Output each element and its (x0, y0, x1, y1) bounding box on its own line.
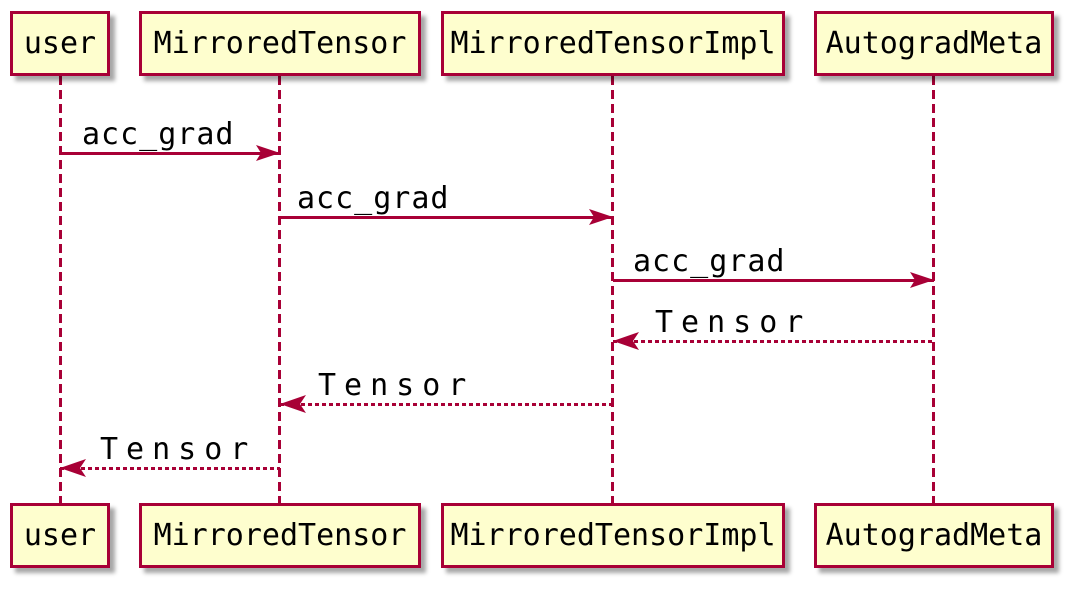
message-label: acc_grad (297, 181, 450, 216)
message-label: acc_grad (82, 117, 235, 152)
message-line (613, 279, 934, 282)
arrowhead-right-icon (910, 272, 934, 288)
participant-box-autogradmeta-top: AutogradMeta (814, 11, 1054, 76)
arrowhead-right-icon (256, 145, 280, 161)
lifeline-mirroredtensorimpl (611, 76, 614, 504)
message-line (60, 152, 280, 155)
participant-box-mirroredtensor-bottom: MirroredTensor (139, 503, 421, 568)
arrowhead-right-icon (589, 209, 613, 225)
message-line (60, 467, 280, 470)
participant-box-mirroredtensorimpl-bottom: MirroredTensorImpl (441, 503, 785, 568)
participant-box-mirroredtensorimpl-top: MirroredTensorImpl (441, 11, 785, 76)
participant-box-user-bottom: user (10, 503, 110, 568)
message-label: Tensor (318, 368, 475, 403)
arrowhead-left-icon (60, 459, 86, 477)
arrowhead-left-icon (280, 395, 306, 413)
participant-box-mirroredtensor-top: MirroredTensor (139, 11, 421, 76)
message-label: Tensor (655, 305, 812, 340)
message-line (613, 340, 934, 343)
arrowhead-left-icon (613, 332, 639, 350)
lifeline-autogradmeta (932, 76, 935, 504)
message-line (280, 403, 613, 406)
message-line (280, 216, 613, 219)
lifeline-user (59, 76, 62, 504)
message-label: Tensor (100, 432, 257, 467)
participant-box-user-top: user (10, 11, 110, 76)
participant-box-autogradmeta-bottom: AutogradMeta (814, 503, 1054, 568)
message-label: acc_grad (633, 244, 786, 279)
lifeline-mirroredtensor (278, 76, 281, 504)
